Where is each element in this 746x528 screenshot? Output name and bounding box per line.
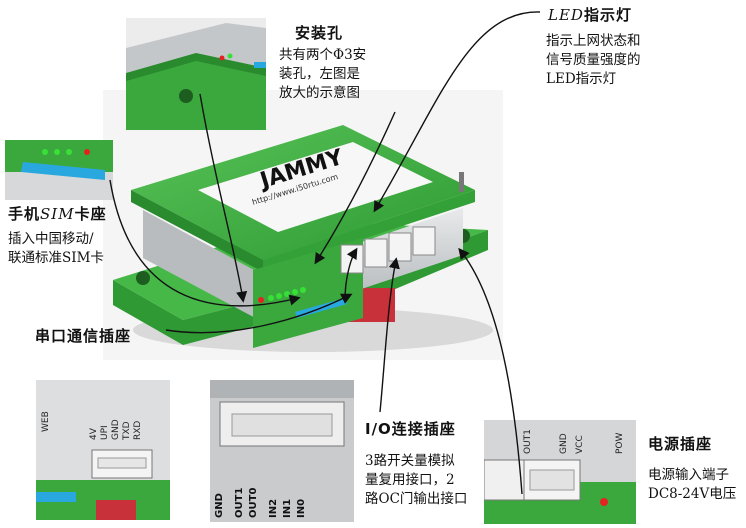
led-red — [258, 297, 264, 303]
serial-port-inset: WEB 4V UPI GND TXD RXD — [36, 380, 170, 520]
power-desc-line-2: DC8-24V电压 — [648, 486, 737, 502]
sim-inset-illustration — [5, 140, 113, 200]
led-green-3 — [284, 291, 290, 297]
sim-desc-line-1: 插入中国移动/ — [8, 231, 94, 247]
pin-upi: UPI — [100, 425, 110, 440]
led-title-latin: LED — [548, 6, 584, 24]
serial-inset-sim-edge — [36, 492, 76, 502]
mount-inset-illustration — [126, 18, 266, 130]
mount-title: 安装孔 — [295, 24, 344, 42]
led-green-1 — [268, 295, 274, 301]
io-desc-line-1: 3路开关量模拟 — [365, 453, 455, 469]
inset-led-red — [219, 55, 225, 61]
mount-hole-left — [136, 271, 150, 285]
mount-desc-line-2: 装孔，左图是 — [279, 66, 360, 82]
pin-out1-power: OUT1 — [523, 429, 533, 454]
led-title-cn: 指示灯 — [583, 6, 632, 24]
pin-4v: 4V — [89, 427, 99, 440]
led-title: LED指示灯 — [548, 4, 632, 25]
pin-in2: IN2 — [268, 499, 279, 518]
connector-4 — [412, 226, 436, 256]
pin-vcc: VCC — [575, 435, 585, 454]
connector-1 — [340, 244, 364, 274]
led-green-5 — [300, 287, 306, 293]
sim-inset-led-1 — [42, 149, 48, 155]
sim-title-b: 卡座 — [74, 205, 107, 223]
pin-in1: IN1 — [282, 499, 293, 518]
pin-web: WEB — [41, 411, 51, 432]
io-desc-line-3: 路OC门输出接口 — [365, 491, 468, 507]
led-green-2 — [276, 293, 282, 299]
power-inset-illustration: OUT1 GND VCC POW — [484, 420, 636, 524]
led-description: 指示上网状态和 信号质量强度的 LED指示灯 — [546, 32, 641, 89]
power-led-red — [600, 498, 608, 506]
sim-inset-led-red — [84, 149, 90, 155]
connector-2 — [364, 238, 388, 268]
sim-inset-led-3 — [66, 149, 72, 155]
serial-inset-rail-clip — [96, 500, 136, 520]
led-desc-line-1: 指示上网状态和 — [546, 33, 641, 49]
antenna-stub — [459, 172, 464, 192]
io-desc-line-2: 量复用接口，2 — [365, 472, 455, 488]
mount-desc-line-1: 共有两个Φ3安 — [279, 47, 367, 63]
mount-hole-closeup — [179, 89, 193, 103]
pin-txd: TXD — [122, 421, 132, 441]
io-inset-illustration: GND OUT1 OUT0 IN2 IN1 IN0 — [210, 380, 354, 522]
sim-desc-line-2: 联通标准SIM卡 — [8, 250, 104, 266]
sim-slot-inset — [5, 140, 113, 200]
pin-out1: OUT1 — [234, 488, 245, 518]
device-illustration: JAMMY http://www.i50rtu.com — [113, 125, 493, 352]
led-desc-line-2: 信号质量强度的 — [546, 52, 641, 68]
pin-gnd-power: GND — [559, 433, 569, 454]
pin-in0: IN0 — [296, 499, 307, 518]
pin-gnd: GND — [111, 419, 121, 440]
pin-pow: POW — [615, 432, 625, 454]
sim-title-a: 手机 — [8, 205, 41, 223]
led-desc-line-3: LED指示灯 — [546, 71, 617, 87]
pin-rxd: RXD — [133, 421, 143, 440]
main-product-photo: JAMMY http://www.i50rtu.com — [103, 90, 503, 360]
power-description: 电源输入端子 DC8-24V电压 — [648, 466, 736, 504]
power-title: 电源插座 — [648, 435, 713, 453]
io-title: I/O连接插座 — [365, 420, 456, 438]
mount-desc-line-3: 放大的示意图 — [279, 85, 360, 101]
sim-description: 插入中国移动/ 联通标准SIM卡 — [8, 230, 104, 268]
sim-title: 手机SIM卡座 — [8, 203, 107, 224]
mount-description: 共有两个Φ3安 装孔，左图是 放大的示意图 — [279, 46, 366, 103]
connector-3 — [388, 232, 412, 262]
power-desc-line-1: 电源输入端子 — [648, 467, 729, 483]
io-connector-inset: GND OUT1 OUT0 IN2 IN1 IN0 — [210, 380, 354, 522]
sim-card-slot — [21, 162, 105, 180]
inset-sim-edge — [254, 62, 266, 68]
pin-out0: OUT0 — [248, 488, 259, 518]
sim-title-latin: SIM — [40, 205, 75, 223]
serial-inset-illustration: WEB 4V UPI GND TXD RXD — [36, 380, 170, 520]
inset-led-green — [227, 53, 233, 59]
pin-gnd-io: GND — [214, 493, 225, 518]
power-connector-inset: OUT1 GND VCC POW — [484, 420, 636, 524]
mount-hole-inset — [126, 18, 266, 130]
io-description: 3路开关量模拟 量复用接口，2 路OC门输出接口 — [365, 452, 467, 509]
sim-inset-led-2 — [54, 149, 60, 155]
led-green-4 — [292, 289, 298, 295]
serial-title: 串口通信插座 — [35, 327, 132, 345]
